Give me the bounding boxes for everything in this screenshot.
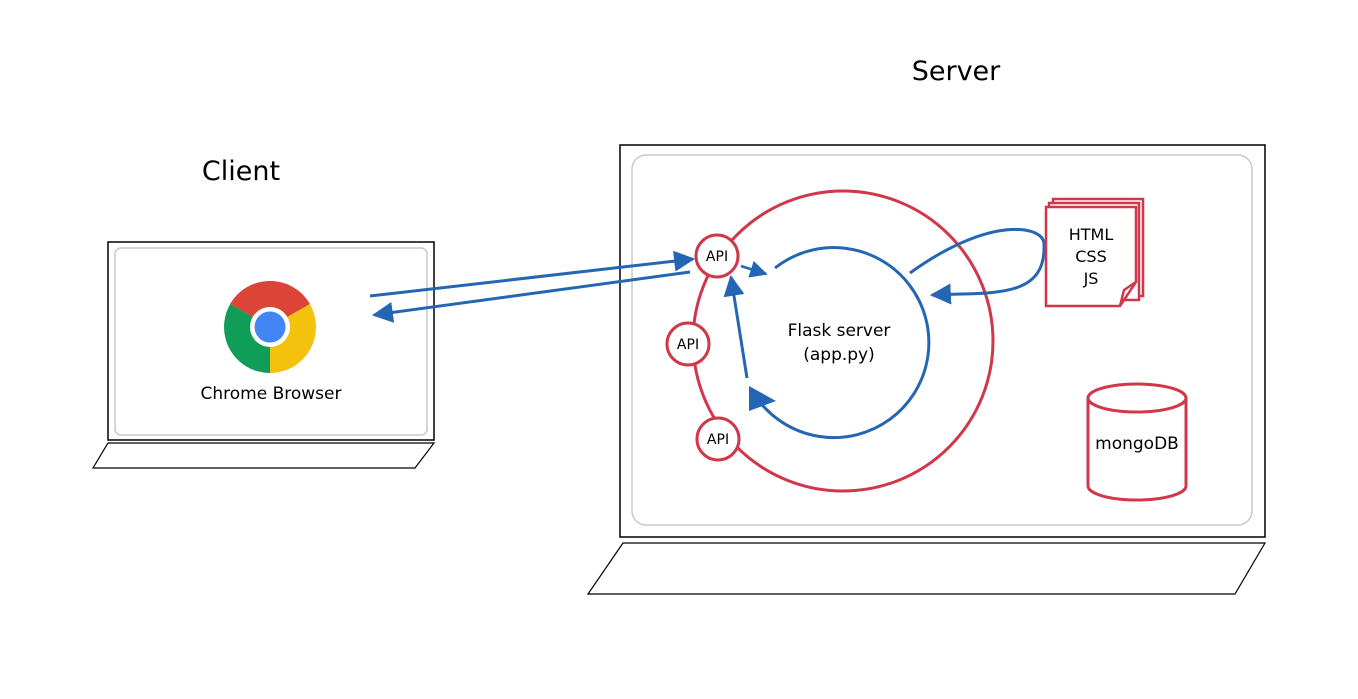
browser-label: Chrome Browser [201, 384, 342, 404]
api-to-loop-arrow [740, 260, 768, 278]
chrome-icon [224, 281, 316, 373]
file-label-css: CSS [1075, 247, 1106, 266]
api-node-middle-label: API [677, 337, 699, 353]
api-node-bottom-label: API [707, 432, 729, 448]
flask-loop-arc [754, 246, 931, 440]
database-icon [1086, 382, 1188, 502]
api-node-top-label: API [706, 249, 728, 265]
flask-label-line2: (app.py) [803, 345, 875, 365]
api-node-middle: API [665, 321, 711, 367]
loop-to-api-arrow [723, 274, 749, 379]
flask-to-files-arrow [909, 227, 1046, 305]
file-label-js: JS [1083, 269, 1099, 288]
flask-loop-arrowhead [749, 386, 776, 411]
response-arrow [371, 270, 691, 323]
database-label: mongoDB [1095, 434, 1179, 454]
flask-label-line1: Flask server [788, 321, 891, 341]
client-title: Client [202, 156, 280, 187]
client-laptop-keyboard [91, 442, 436, 469]
static-files-icon [1044, 197, 1145, 308]
request-arrow [369, 250, 696, 298]
api-node-bottom: API [695, 416, 741, 462]
server-title: Server [912, 56, 1001, 87]
server-laptop-keyboard [586, 542, 1267, 595]
file-label-html: HTML [1069, 225, 1114, 244]
api-node-top: API [694, 233, 740, 279]
